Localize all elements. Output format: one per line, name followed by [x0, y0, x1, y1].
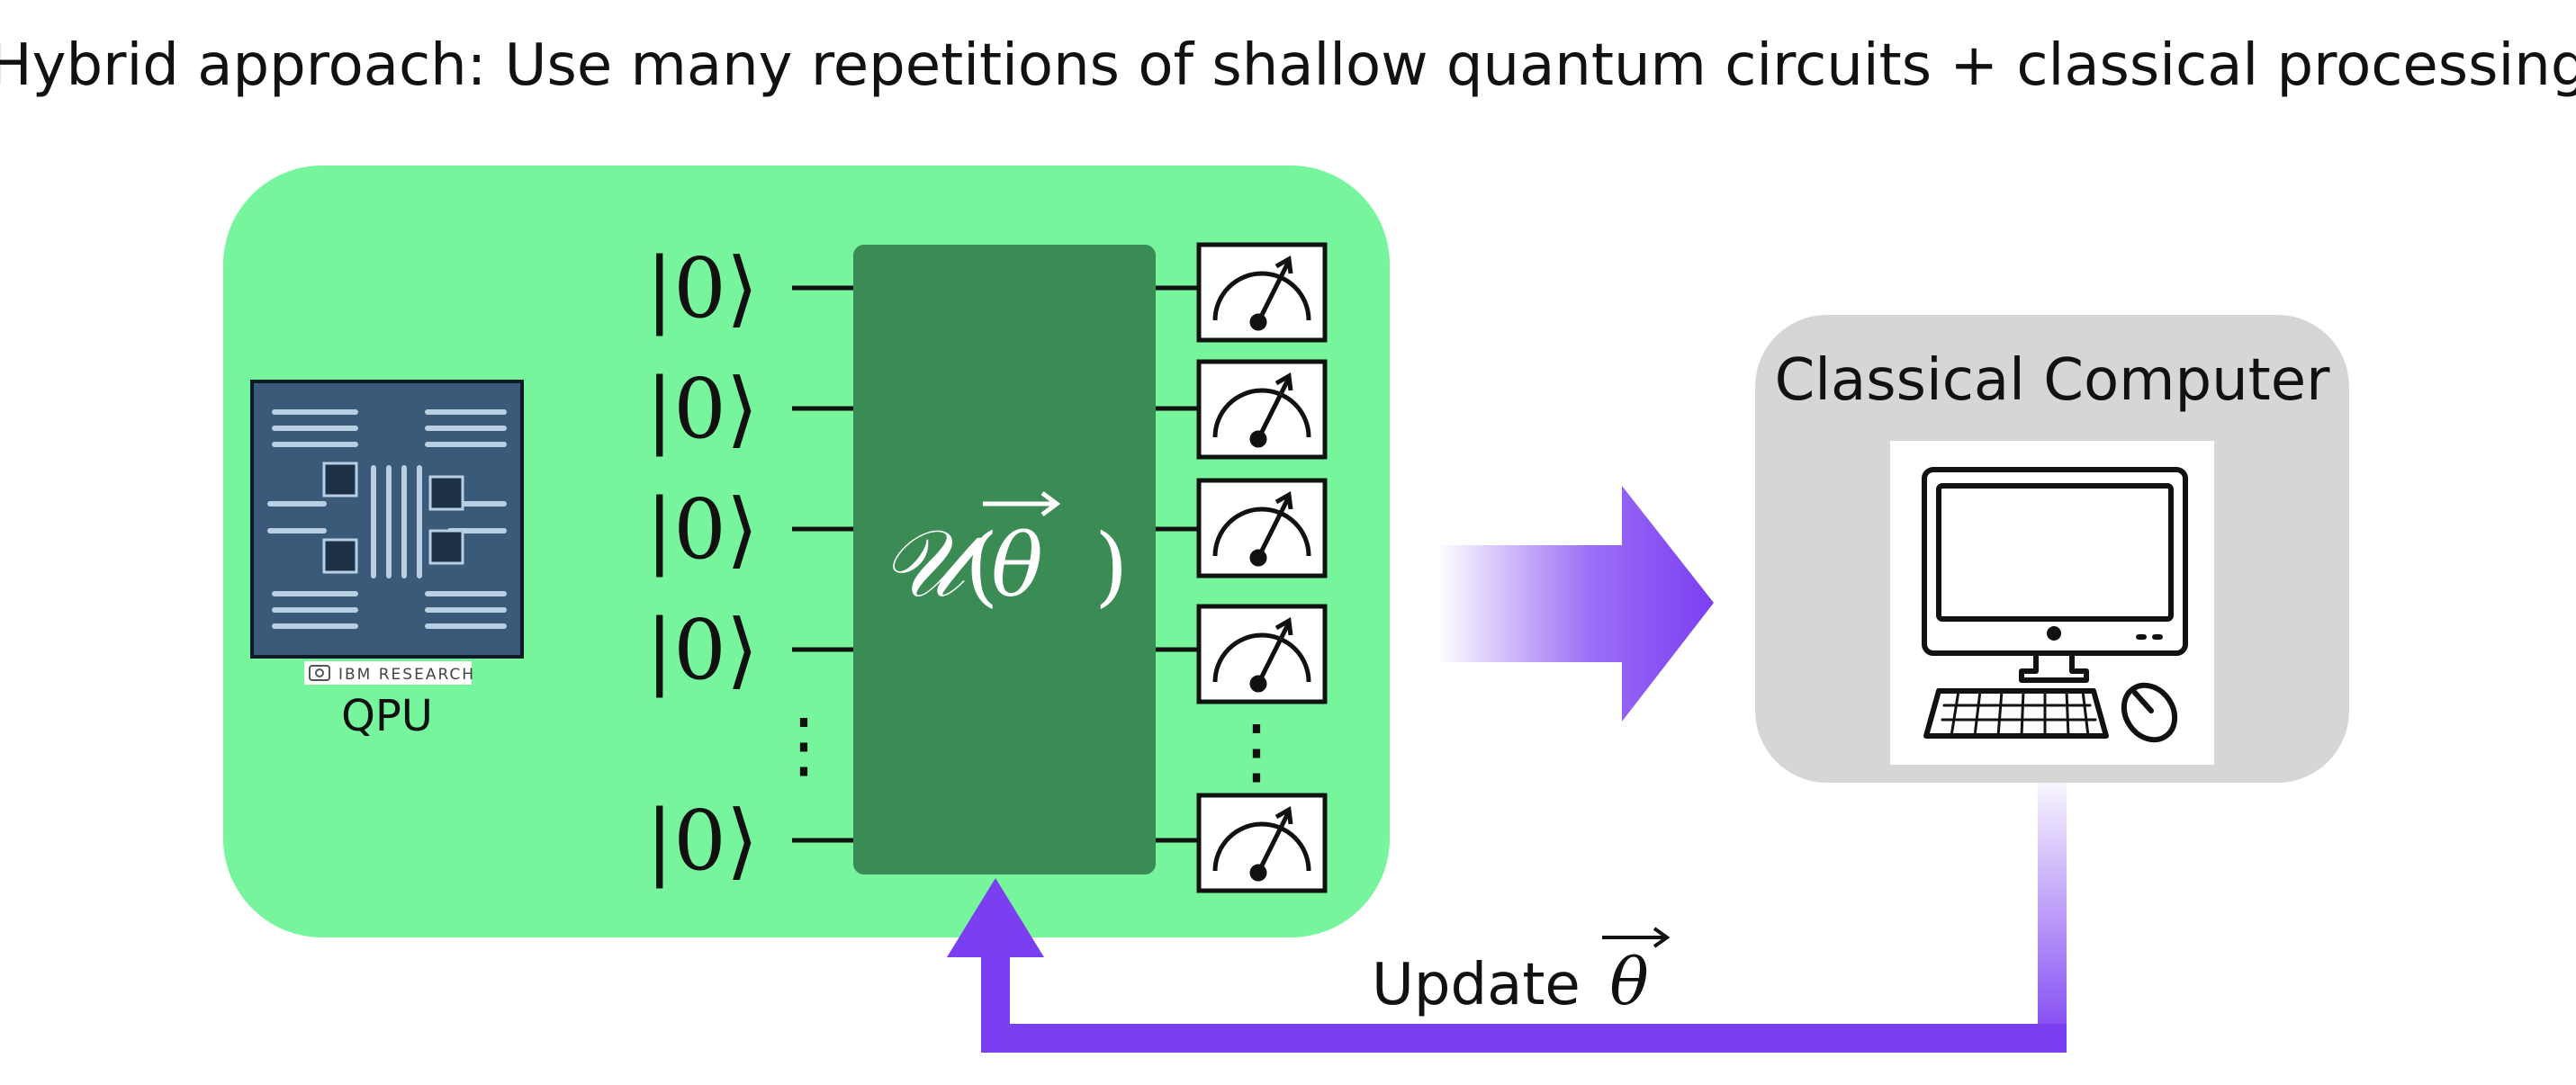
output-wires	[1156, 285, 1199, 843]
qpu-chip-image: IBM RESEARCH	[250, 380, 524, 685]
qubit-label-4: |0⟩	[645, 602, 758, 698]
qpu-label: QPU	[341, 691, 433, 741]
input-wires	[792, 285, 853, 843]
qubit-label-3: |0⟩	[645, 481, 758, 578]
measurement-meters	[1196, 242, 1328, 893]
meter-ellipsis: ⋮	[1220, 709, 1293, 793]
qubit-label-1: |0⟩	[645, 240, 758, 336]
meter-icon	[1196, 604, 1328, 704]
classical-label: Classical Computer	[1775, 347, 2331, 414]
feedback-arrow	[947, 783, 2067, 1053]
qubit-label-2: |0⟩	[645, 361, 758, 457]
computer-illustration-frame	[1890, 441, 2214, 765]
qubit-label-5: |0⟩	[645, 793, 758, 889]
meter-icon	[1196, 359, 1328, 460]
unitary-block	[853, 245, 1156, 874]
unitary-label: 𝒰 ( θ )	[880, 491, 1128, 618]
qubit-ellipsis: ⋮	[768, 703, 840, 786]
meter-icon	[1196, 242, 1328, 343]
vector-arrow-icon	[1602, 927, 1671, 948]
forward-arrow	[1437, 486, 1714, 722]
qpu-image-credit: IBM RESEARCH	[338, 666, 475, 684]
vector-arrow-icon	[983, 491, 1061, 516]
unitary-close-paren: )	[1094, 516, 1128, 616]
update-theta: θ	[1609, 944, 1648, 1019]
page-title: Hybrid approach: Use many repetitions of…	[0, 32, 2576, 99]
camera-icon	[309, 665, 330, 681]
unitary-open-paren: (	[965, 516, 998, 616]
update-text: Update	[1372, 952, 1581, 1018]
meter-icon	[1196, 793, 1328, 893]
unitary-theta: θ	[991, 516, 1043, 616]
meter-icon	[1196, 478, 1328, 578]
update-label: Update θ	[1372, 927, 1671, 1019]
computer-icon	[1922, 467, 2188, 743]
